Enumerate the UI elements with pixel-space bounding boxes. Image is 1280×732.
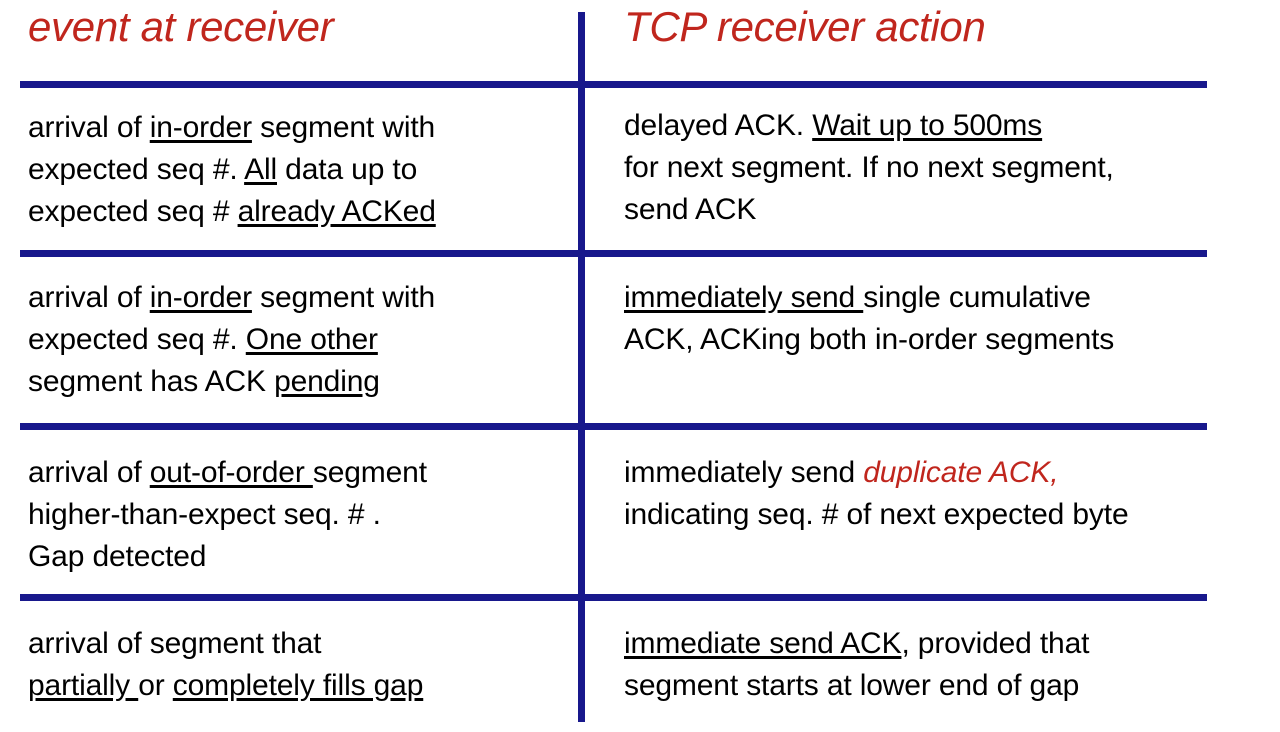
cell-event-1: arrival of in-order segment with expecte… (28, 107, 568, 233)
text-line: partially or completely fills gap (28, 665, 568, 707)
text-run: or (138, 669, 173, 702)
text-run-underlined: Wait up to 500ms (812, 109, 1043, 142)
text-run: expected seq #. (28, 323, 246, 356)
text-run-underlined: already ACKed (237, 195, 436, 228)
table-header-row: event at receiver TCP receiver action (0, 0, 1280, 81)
text-line: send ACK (624, 193, 757, 226)
text-run-underlined: immediately send (624, 281, 864, 314)
text-run-underlined: in-order (149, 111, 252, 144)
text-run: arrival of (28, 281, 150, 314)
text-run-underlined: pending (274, 365, 380, 398)
text-line: segment has ACK pending (28, 361, 568, 403)
text-run-emphasis: duplicate ACK, (863, 456, 1059, 489)
text-run: segment with (251, 281, 436, 314)
text-line: for next segment. If no next segment, (624, 151, 1114, 184)
text-line: immediate send ACK, provided that (624, 623, 1254, 665)
text-run-underlined: immediate send ACK (624, 627, 902, 660)
cell-action-4: immediate send ACK, provided that segmen… (624, 623, 1254, 707)
text-line: arrival of segment that (28, 627, 322, 660)
text-run: immediately send (624, 456, 864, 489)
cell-action-3: immediately send duplicate ACK, indicati… (624, 452, 1254, 536)
text-line: delayed ACK. Wait up to 500ms (624, 105, 1254, 147)
text-run-underlined: out-of-order (149, 456, 313, 489)
cell-event-3: arrival of out-of-order segment higher-t… (28, 452, 568, 578)
text-run: data up to (277, 153, 418, 186)
text-run: , provided that (901, 627, 1090, 660)
text-line: immediately send duplicate ACK, (624, 452, 1254, 494)
text-line: expected seq # already ACKed (28, 191, 568, 233)
text-line: arrival of out-of-order segment (28, 452, 568, 494)
text-run: single cumulative (863, 281, 1091, 314)
column-divider-line (578, 12, 585, 722)
text-run: expected seq # (28, 195, 238, 228)
row-divider-line-4 (20, 594, 1207, 601)
cell-event-4: arrival of segment that partially or com… (28, 623, 568, 707)
cell-action-1: delayed ACK. Wait up to 500ms for next s… (624, 105, 1254, 231)
row-divider-line-3 (20, 423, 1207, 430)
text-run: segment (312, 456, 427, 489)
text-line: expected seq #. All data up to (28, 149, 568, 191)
text-line: segment starts at lower end of gap (624, 669, 1080, 702)
text-run-underlined: partially (28, 669, 139, 702)
row-divider-line-1 (20, 81, 1207, 88)
text-line: Gap detected (28, 540, 207, 573)
text-run: delayed ACK. (624, 109, 813, 142)
text-line: ACK, ACKing both in-order segments (624, 323, 1115, 356)
text-line: arrival of in-order segment with (28, 277, 568, 319)
table-row: arrival of segment that partially or com… (0, 601, 1280, 732)
column-header-event-at-receiver: event at receiver (28, 3, 334, 50)
table-row: arrival of out-of-order segment higher-t… (0, 430, 1280, 594)
column-header-tcp-receiver-action: TCP receiver action (624, 3, 986, 50)
text-run-underlined: One other (245, 323, 378, 356)
cell-event-2: arrival of in-order segment with expecte… (28, 277, 568, 403)
text-line: indicating seq. # of next expected byte (624, 498, 1129, 531)
text-run-underlined: completely fills gap (172, 669, 424, 702)
text-run: segment with (251, 111, 436, 144)
table-row: arrival of in-order segment with expecte… (0, 257, 1280, 423)
text-run: arrival of (28, 111, 150, 144)
cell-action-2: immediately send single cumulative ACK, … (624, 277, 1254, 361)
text-run: expected seq #. (28, 153, 245, 186)
text-run-underlined: All (244, 153, 277, 186)
row-divider-line-2 (20, 250, 1207, 257)
text-line: immediately send single cumulative (624, 277, 1254, 319)
text-line: higher-than-expect seq. # . (28, 498, 381, 531)
text-run-underlined: in-order (149, 281, 252, 314)
text-line: arrival of in-order segment with (28, 107, 568, 149)
text-line: expected seq #. One other (28, 319, 568, 361)
text-run: arrival of (28, 456, 150, 489)
table-row: arrival of in-order segment with expecte… (0, 88, 1280, 250)
text-run: segment has ACK (28, 365, 275, 398)
